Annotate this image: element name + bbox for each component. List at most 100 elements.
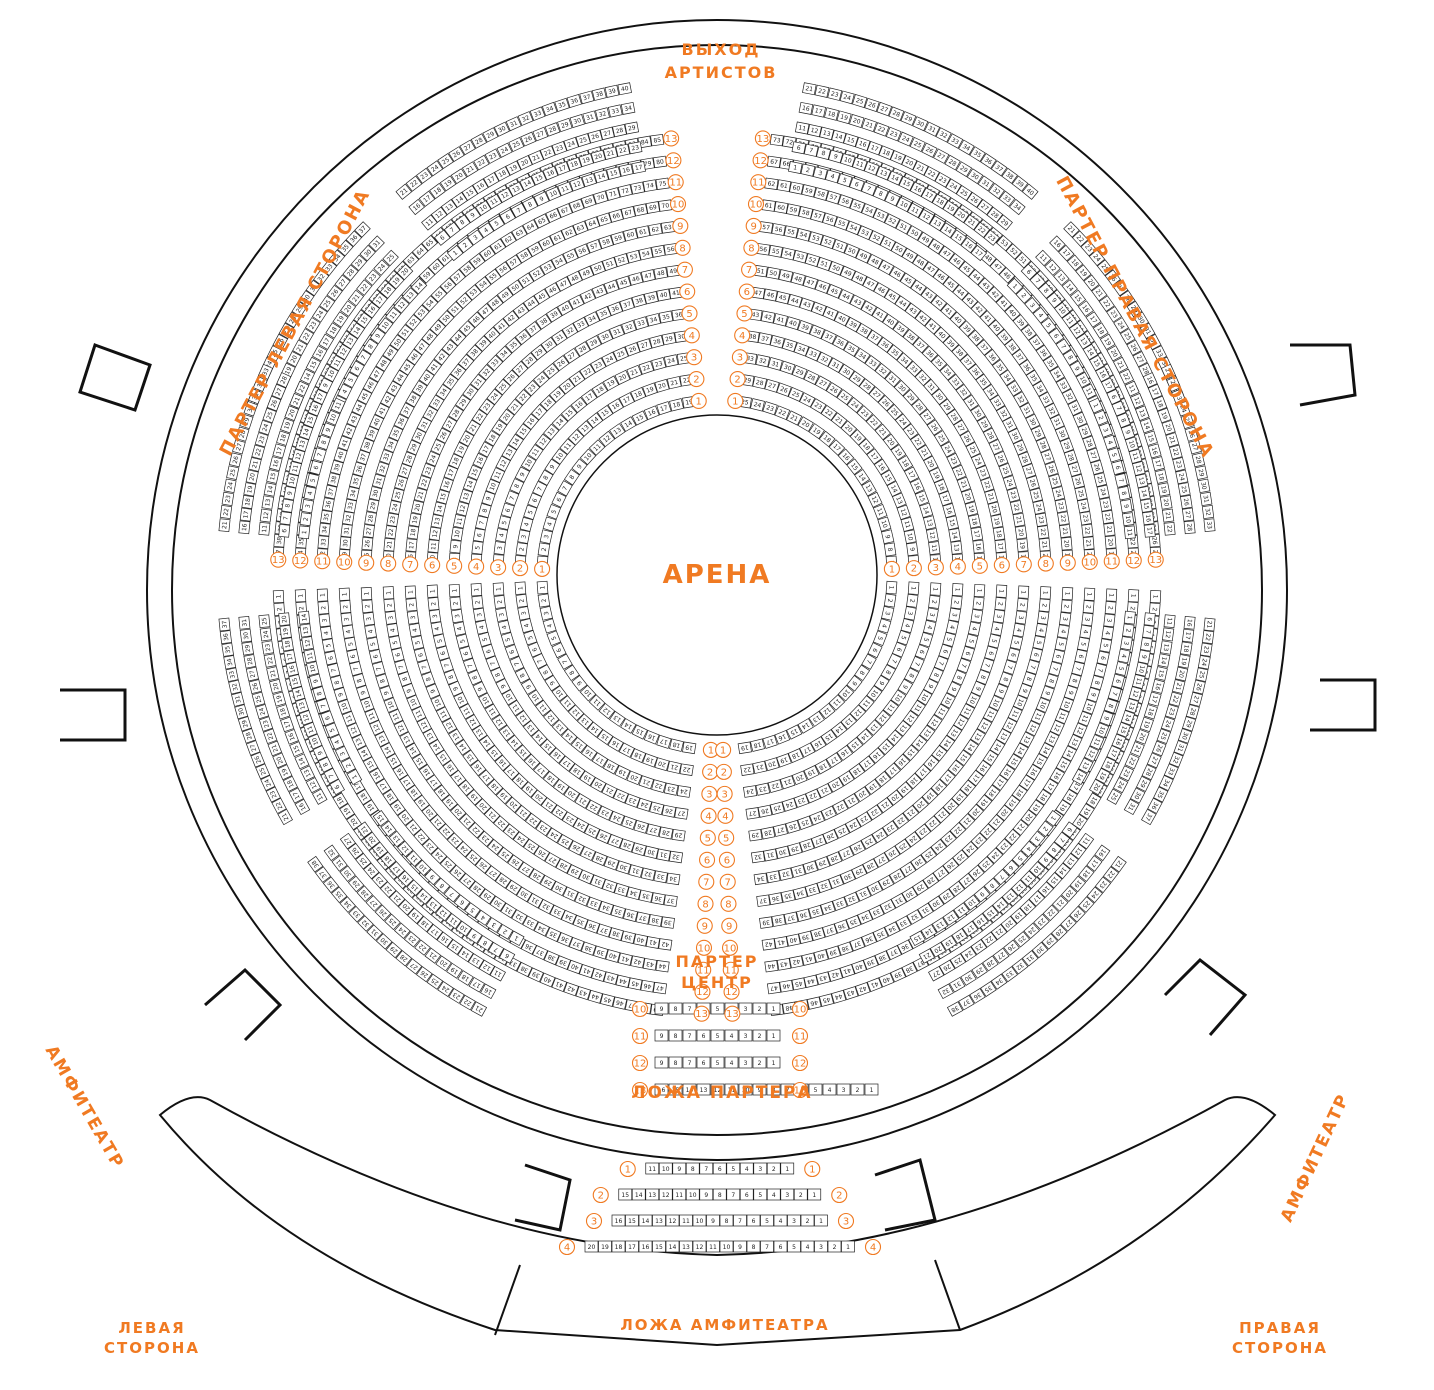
seat[interactable]: 29 [406,439,422,456]
seat[interactable]: 16 [392,763,409,781]
seat[interactable]: 16 [442,759,459,777]
seat[interactable]: 40 [833,311,850,327]
seat[interactable]: 19 [466,789,483,806]
seat[interactable]: 24 [601,351,618,367]
seat[interactable]: 17 [239,507,253,522]
seat[interactable]: 32 [668,850,684,864]
seat[interactable]: 1 [360,586,373,601]
seat[interactable]: 33 [947,373,964,391]
seat[interactable]: 2 [515,542,528,557]
seat[interactable]: 47 [922,261,940,278]
seat[interactable]: 22 [471,408,488,426]
seat[interactable]: 3 [406,610,420,625]
seat[interactable]: 34 [626,886,642,901]
seat[interactable]: 29 [1012,439,1028,456]
seat[interactable]: 19 [1016,538,1029,553]
seat[interactable]: 22 [892,812,910,829]
seat[interactable]: 23 [856,405,874,422]
seat[interactable]: 4 [1117,648,1131,664]
seat[interactable]: 3 [493,541,506,556]
seat[interactable]: 15 [820,729,838,746]
seat[interactable]: 20 [558,378,576,395]
seat[interactable]: 36 [1035,344,1052,362]
seat[interactable]: 17 [280,716,295,733]
seat[interactable]: 28 [1035,437,1051,453]
seat[interactable]: 30 [1197,478,1211,494]
seat[interactable]: 18 [276,430,291,446]
seat[interactable]: 23 [882,820,899,837]
seat[interactable]: 32 [816,351,833,367]
seat[interactable]: 10 [450,526,464,542]
seat[interactable]: 22 [294,380,310,397]
seat[interactable]: 23 [975,465,991,481]
seat[interactable]: 3 [517,529,531,544]
seat[interactable]: 7 [760,1240,774,1253]
seat[interactable]: 55 [430,286,448,303]
seat[interactable]: 14 [830,721,848,738]
seat[interactable]: 13 [808,710,825,727]
seat[interactable]: 27 [544,852,561,868]
seat[interactable]: 2 [766,1162,781,1175]
seat[interactable]: 17 [994,539,1007,554]
seat[interactable]: 35 [781,338,798,353]
seat[interactable]: 16 [470,759,487,777]
seat[interactable]: 23 [477,830,494,848]
seat[interactable]: 20 [284,405,299,422]
seat[interactable]: 23 [1099,497,1113,512]
seat[interactable]: 25 [886,403,903,421]
seat[interactable]: 25 [465,849,482,866]
seat[interactable]: 43 [591,283,608,299]
seat[interactable]: 27 [1067,461,1082,477]
seat[interactable]: 45 [356,388,373,405]
seat[interactable]: 25 [1093,472,1108,488]
seat[interactable]: 23 [940,830,957,848]
seat[interactable]: 17 [866,448,883,465]
seat[interactable]: 10 [383,697,399,713]
seat[interactable]: 26 [502,369,520,387]
seat[interactable]: 14 [948,528,962,543]
seat[interactable]: 37 [1028,334,1045,351]
seat[interactable]: 4 [1101,625,1114,641]
seat[interactable]: 28 [619,838,635,853]
seat[interactable]: 32 [1061,388,1078,405]
seat[interactable]: 2 [537,542,551,557]
seat[interactable]: 28 [612,124,627,138]
seat[interactable]: 24 [663,354,679,368]
seat[interactable]: 7 [485,655,501,672]
seat[interactable]: 38 [809,324,826,340]
seat[interactable]: 3 [517,606,531,621]
seat[interactable]: 12 [455,501,470,517]
seat[interactable]: 6 [696,1029,711,1042]
seat[interactable]: 6 [527,641,543,658]
seat[interactable]: 9 [881,529,895,545]
seat[interactable]: 16 [269,456,283,472]
seat[interactable]: 9 [897,678,914,695]
seat[interactable]: 20 [942,798,960,815]
seat[interactable]: 12 [807,124,822,138]
seat[interactable]: 24 [750,398,765,412]
seat[interactable]: 6 [1096,650,1110,666]
seat[interactable]: 31 [628,864,644,878]
seat[interactable]: 10 [579,448,597,466]
seat[interactable]: 5 [987,633,1001,649]
seat[interactable]: 36 [1018,359,1035,376]
seat[interactable]: 16 [607,736,624,752]
seat[interactable]: 34 [666,872,681,886]
seat[interactable]: 23 [221,491,235,506]
seat[interactable]: 31 [590,874,606,889]
seat[interactable]: 4 [1012,622,1026,638]
seat[interactable]: 15 [1055,756,1072,773]
seat[interactable]: 34 [792,886,808,901]
seat[interactable]: 45 [883,288,901,305]
seat[interactable]: 21 [956,476,972,493]
seat[interactable]: 31 [1019,402,1035,419]
seat[interactable]: 18 [750,738,765,752]
seat[interactable]: 11 [452,513,467,529]
seat[interactable]: 8 [998,671,1013,688]
seat[interactable]: 45 [533,288,551,305]
seat[interactable]: 41 [839,964,856,979]
seat[interactable]: 38 [466,344,483,361]
seat[interactable]: 2 [339,600,352,614]
seat[interactable]: 58 [516,247,533,264]
seat[interactable]: 4 [724,1056,739,1069]
